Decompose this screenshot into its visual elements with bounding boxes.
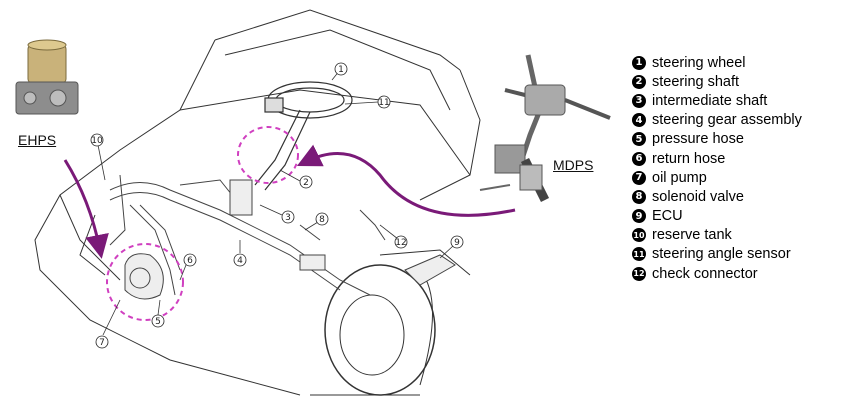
legend-item-text: pressure hose [652, 131, 744, 148]
callout-2: 2 [299, 175, 313, 189]
legend-item: 3 intermediate shaft [632, 91, 802, 110]
callout-7: 7 [95, 335, 109, 349]
legend-item: 10 reserve tank [632, 226, 802, 245]
svg-text:4: 4 [237, 256, 243, 266]
steering-system-parts [109, 174, 456, 300]
svg-text:8: 8 [319, 215, 325, 225]
legend-item-text: solenoid valve [652, 188, 744, 205]
legend-number-badge: 11 [632, 247, 646, 262]
svg-text:12: 12 [395, 238, 406, 248]
legend-number-badge: 12 [632, 266, 646, 281]
legend-number-badge: 10 [632, 228, 646, 243]
legend-number-badge: 1 [632, 55, 646, 70]
legend-number-badge: 7 [632, 170, 646, 185]
legend-number-badge: 3 [632, 93, 646, 108]
parts-legend: 1 steering wheel 2 steering shaft 3 intermedi… [632, 53, 802, 283]
legend-item: 4 steering gear assembly [632, 111, 802, 130]
svg-text:5: 5 [155, 317, 161, 327]
svg-text:3: 3 [285, 213, 291, 223]
legend-number-badge: 6 [632, 151, 646, 166]
legend-item: 1 steering wheel [632, 53, 802, 72]
legend-item-text: oil pump [652, 169, 707, 186]
callout-6: 6 [183, 253, 197, 267]
legend-item: 9 ECU [632, 207, 802, 226]
legend-item: 8 solenoid valve [632, 187, 802, 206]
legend-item: 11 steering angle sensor [632, 245, 802, 264]
svg-text:7: 7 [99, 338, 105, 348]
legend-item: 2 steering shaft [632, 72, 802, 91]
legend-item: 7 oil pump [632, 168, 802, 187]
svg-text:9: 9 [454, 238, 460, 248]
callout-8: 8 [315, 212, 329, 226]
legend-item-text: steering shaft [652, 73, 740, 90]
mdps-unit-image [479, 54, 611, 203]
legend-item: 6 return hose [632, 149, 802, 168]
callout-10: 10 [90, 133, 104, 147]
svg-text:2: 2 [303, 178, 309, 188]
legend-item: 12 check connector [632, 264, 802, 283]
legend-item-text: check connector [652, 265, 758, 282]
svg-text:10: 10 [91, 136, 103, 146]
callout-3: 3 [281, 210, 295, 224]
legend-number-badge: 2 [632, 74, 646, 89]
car-body-outline [34, 9, 481, 396]
svg-text:11: 11 [378, 98, 389, 108]
legend-item-text: return hose [652, 150, 726, 167]
steering-wheel [254, 81, 353, 191]
legend-number-badge: 4 [632, 113, 646, 128]
callout-11: 11 [377, 95, 391, 109]
legend-number-badge: 8 [632, 189, 646, 204]
legend-item-text: steering angle sensor [652, 246, 791, 263]
legend-item-text: intermediate shaft [652, 92, 768, 109]
callout-5: 5 [151, 314, 165, 328]
callout-9: 9 [450, 235, 464, 249]
ehps-unit-image [15, 39, 79, 115]
legend-item: 5 pressure hose [632, 130, 802, 149]
legend-item-text: steering gear assembly [652, 112, 802, 129]
ehps-label: EHPS [18, 132, 57, 148]
callout-1: 1 [334, 62, 348, 76]
svg-text:6: 6 [187, 256, 193, 266]
front-wheel [324, 264, 436, 396]
callout-12: 12 [394, 235, 408, 249]
legend-item-text: steering wheel [652, 54, 746, 71]
callout-leader-lines [97, 69, 454, 336]
arrows [63, 144, 516, 259]
mdps-label: MDPS [553, 157, 594, 173]
callout-4: 4 [233, 253, 247, 267]
svg-text:1: 1 [338, 65, 344, 75]
legend-item-text: ECU [652, 208, 683, 225]
legend-number-badge: 9 [632, 209, 646, 224]
legend-number-badge: 5 [632, 132, 646, 147]
legend-item-text: reserve tank [652, 227, 732, 244]
